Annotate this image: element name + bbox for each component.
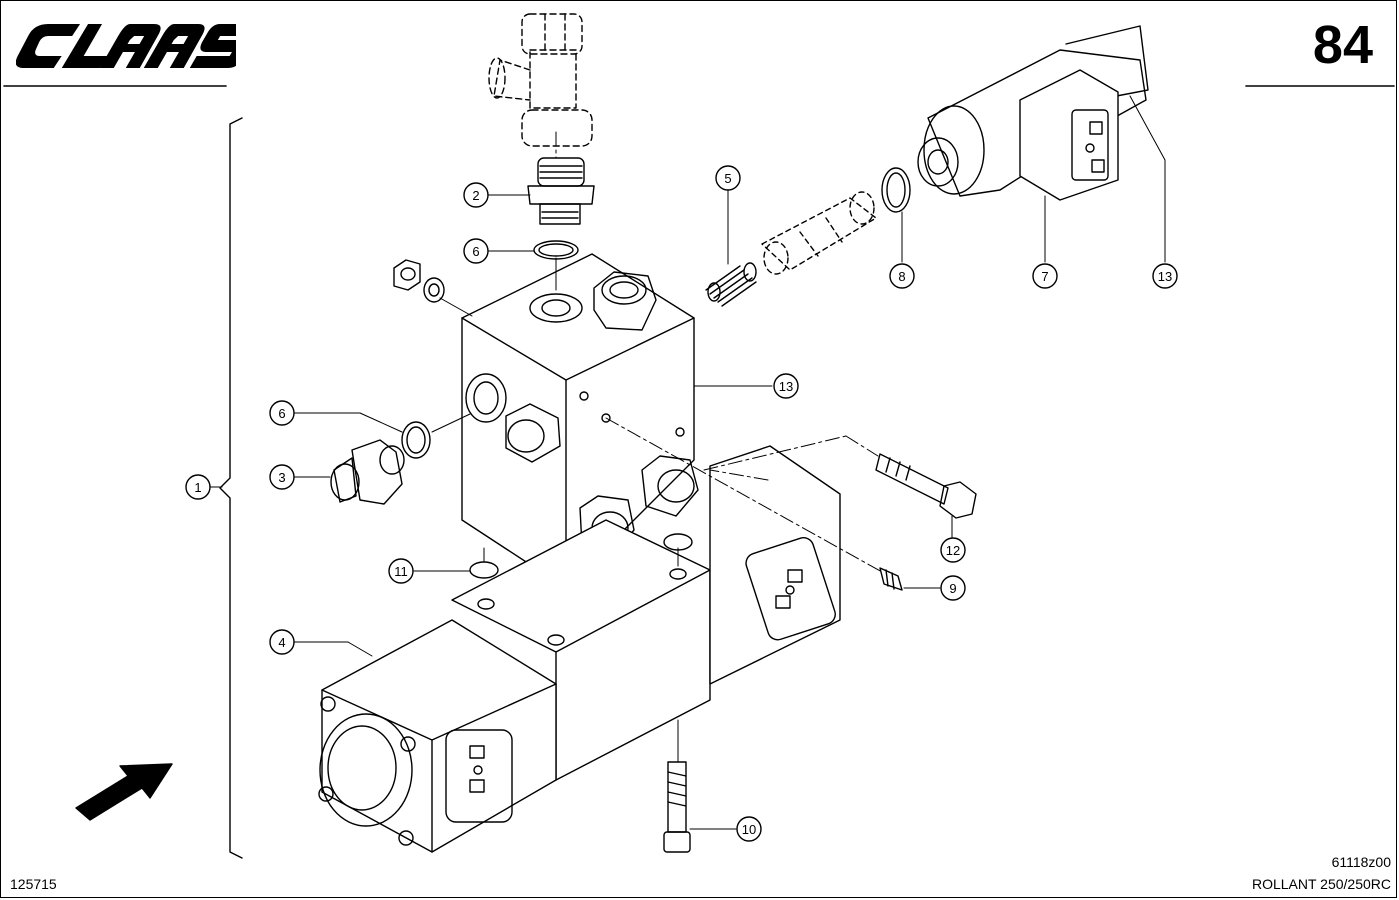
- svg-text:8: 8: [898, 269, 905, 284]
- svg-text:9: 9: [949, 581, 956, 596]
- svg-text:2: 2: [472, 188, 479, 203]
- svg-text:10: 10: [742, 822, 756, 837]
- callout-6-top: 6: [463, 238, 489, 264]
- assembly-bracket: [219, 117, 243, 859]
- model-label: ROLLANT 250/250RC: [1251, 876, 1391, 892]
- svg-text:13: 13: [1158, 269, 1172, 284]
- callout-4: 4: [269, 629, 295, 655]
- callouts: 1 2 3 4 5 6 6 7 8 9 10 11 12 13 13: [185, 165, 1178, 842]
- o-ring-lower-1: [469, 561, 499, 579]
- callout-6-side: 6: [269, 400, 295, 426]
- callout-1: 1: [185, 474, 211, 500]
- svg-text:4: 4: [278, 635, 285, 650]
- callout-11: 11: [388, 558, 414, 584]
- o-ring-side: [401, 421, 431, 459]
- solenoid-right: [709, 445, 841, 685]
- svg-text:13: 13: [779, 379, 793, 394]
- callout-13-coil: 13: [1152, 263, 1178, 289]
- svg-text:7: 7: [1041, 269, 1048, 284]
- svg-text:5: 5: [724, 171, 731, 186]
- bolt-long: [875, 453, 977, 519]
- callout-3: 3: [269, 464, 295, 490]
- svg-text:12: 12: [946, 543, 960, 558]
- callout-12: 12: [940, 537, 966, 563]
- o-ring-coil: [881, 167, 911, 213]
- document-reference: 125715: [10, 876, 57, 892]
- svg-text:6: 6: [472, 244, 479, 259]
- adapter-fitting: [527, 157, 595, 225]
- svg-text:3: 3: [278, 470, 285, 485]
- cap-screw: [663, 761, 691, 853]
- callout-9: 9: [940, 575, 966, 601]
- nut-and-washer: [393, 259, 445, 303]
- elbow-fitting-phantom: [488, 13, 593, 147]
- callout-5: 5: [715, 165, 741, 191]
- center-lines: [555, 131, 883, 573]
- claas-logo-letters: [16, 24, 236, 68]
- spring: [705, 262, 757, 307]
- side-fitting: [330, 439, 405, 505]
- solenoid-left: [318, 619, 557, 853]
- claas-logo: [16, 24, 236, 68]
- set-screw: [879, 567, 903, 591]
- svg-text:11: 11: [394, 564, 408, 579]
- leader-lines: [209, 95, 1166, 830]
- callout-7: 7: [1032, 263, 1058, 289]
- svg-text:6: 6: [278, 406, 285, 421]
- callout-8: 8: [889, 263, 915, 289]
- page-number: 84: [1312, 15, 1373, 75]
- callout-13-block: 13: [773, 373, 799, 399]
- callout-2: 2: [463, 182, 489, 208]
- drawing-id: 61118z00: [1331, 854, 1391, 870]
- solenoid-coil-top: [917, 25, 1149, 201]
- svg-text:1: 1: [194, 480, 201, 495]
- view-direction-arrow: [75, 763, 173, 821]
- spool-phantom: [761, 191, 877, 275]
- callout-10: 10: [736, 816, 762, 842]
